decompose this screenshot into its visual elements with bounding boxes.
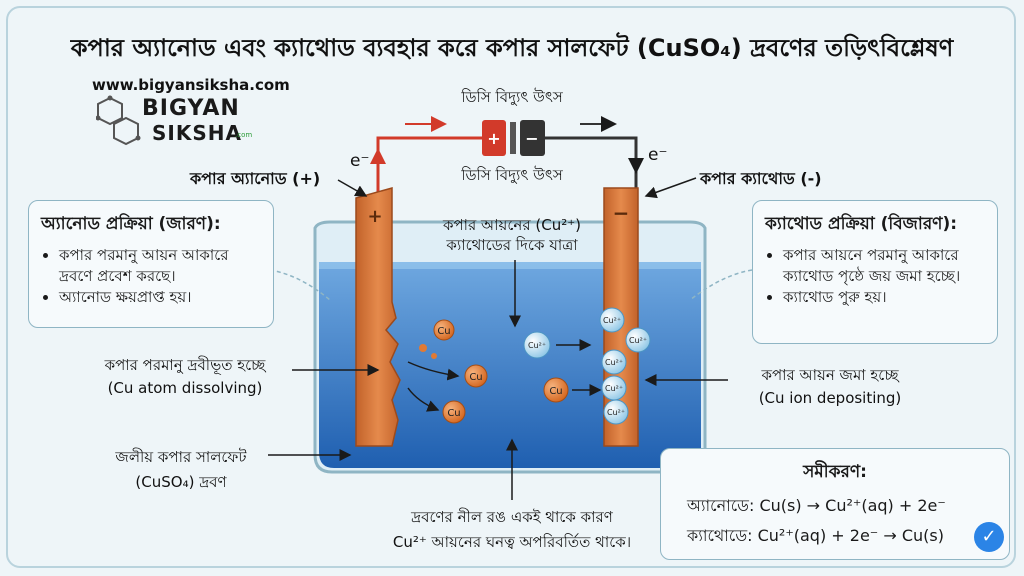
- cu-atom-3: Cu: [447, 408, 460, 419]
- outer-frame: [6, 6, 1016, 568]
- site-logo: BIGYAN SIKSHA .com: [96, 94, 266, 150]
- cu-ion-d: Cu²⁺: [605, 384, 623, 393]
- molecule-icon: [96, 95, 141, 146]
- depositing-line1: কপার আয়ন জমা হচ্ছে: [761, 366, 899, 384]
- electron-label-right: e⁻: [648, 145, 667, 165]
- cathode-process-item: ক্যাথোড পুরু হয়।: [783, 287, 985, 308]
- solution-label: জলীয় কপার সালফেট (CuSO₄) দ্রবণ: [96, 446, 266, 496]
- cu-ion-a: Cu²⁺: [603, 316, 621, 325]
- anode-equation: অ্যানোডে: Cu(s) → Cu²⁺(aq) + 2e⁻: [687, 496, 946, 515]
- anode-sign: +: [367, 206, 382, 227]
- dc-power-source: [482, 120, 545, 156]
- page-title: কপার অ্যানোড এবং ক্যাথোড ব্যবহার করে কপা…: [70, 34, 954, 62]
- blue-note-line2: Cu²⁺ আয়নের ঘনত্ব অপরিবর্তিত থাকে।: [392, 533, 632, 551]
- cathode-equation: ক্যাথোডে: Cu²⁺(aq) + 2e⁻ → Cu(s): [687, 526, 944, 545]
- logo-line3: .com: [235, 131, 253, 139]
- cathode-sign: −: [613, 201, 630, 225]
- anode-label: কপার অ্যানোড (+): [189, 169, 320, 188]
- anode-process-box: অ্যানোড প্রক্রিয়া (জারণ): কপার পরমানু আ…: [28, 200, 274, 328]
- anode-process-item: অ্যানোড ক্ষয়প্রাপ্ত হয়।: [59, 287, 261, 308]
- anode-process-item: কপার পরমানু আয়ন আকারে দ্রবণে প্রবেশ করছ…: [59, 245, 261, 287]
- battery-plus-sign: +: [487, 129, 500, 148]
- blue-color-note: দ্রবণের নীল রঙ একই থাকে কারণ Cu²⁺ আয়নের…: [352, 506, 672, 556]
- depositing-label: কপার আয়ন জমা হচ্ছে (Cu ion depositing): [730, 364, 930, 407]
- ion-move-line1: কপার আয়নের (Cu²⁺): [442, 216, 581, 234]
- solution-line2: (CuSO₄) দ্রবণ: [135, 473, 227, 491]
- verified-check-icon: ✓: [974, 522, 1004, 552]
- cu-atom-2: Cu: [469, 372, 482, 383]
- cathode-process-item: কপার আয়নে পরমানু আকারে ক্যাথোড পৃষ্ঠে জ…: [783, 245, 985, 287]
- logo-line1: BIGYAN: [142, 96, 240, 121]
- power-label-top: ডিসি বিদ্যুৎ উৎস: [460, 88, 564, 106]
- dissolving-line1: কপার পরমানু দ্রবীভূত হচ্ছে: [104, 356, 266, 374]
- power-label-bottom: ডিসি বিদ্যুৎ উৎস: [460, 166, 564, 184]
- cathode-process-box: ক্যাথোড প্রক্রিয়া (বিজারণ): কপার আয়নে …: [752, 200, 998, 344]
- cu-ion-moving: Cu²⁺: [528, 341, 546, 350]
- copper-anode: [355, 187, 401, 447]
- anode-process-heading: অ্যানোড প্রক্রিয়া (জারণ):: [41, 214, 221, 234]
- cathode-label: কপার ক্যাথোড (-): [699, 169, 822, 188]
- logo-line2: SIKSHA: [152, 121, 242, 145]
- cu-ion-c: Cu²⁺: [605, 358, 623, 367]
- cu-ion-b: Cu²⁺: [629, 336, 647, 345]
- red-wire: [376, 136, 482, 196]
- ion-move-line2: ক্যাথোডের দিকে যাত্রা: [445, 236, 578, 254]
- dissolving-line2: (Cu atom dissolving): [107, 379, 263, 397]
- cu-atom-1: Cu: [437, 326, 450, 337]
- dissolving-label: কপার পরমানু দ্রবীভূত হচ্ছে (Cu atom diss…: [80, 354, 290, 397]
- electron-label-left: e⁻: [350, 151, 369, 171]
- cathode-process-heading: ক্যাথোড প্রক্রিয়া (বিজারণ):: [765, 214, 958, 234]
- cu-atom-4: Cu: [549, 386, 562, 397]
- depositing-line2: (Cu ion depositing): [758, 389, 902, 407]
- battery-minus-sign: −: [525, 129, 538, 148]
- dark-wire: [545, 136, 638, 196]
- website-url: www.bigyansiksha.com: [92, 76, 290, 94]
- equations-heading: সমীকরণ:: [803, 462, 867, 482]
- solution-line1: জলীয় কপার সালফেট: [115, 448, 247, 466]
- cu-ion-e: Cu²⁺: [607, 408, 625, 417]
- equations-box: সমীকরণ: অ্যানোডে: Cu(s) → Cu²⁺(aq) + 2e⁻…: [660, 448, 1010, 560]
- blue-note-line1: দ্রবণের নীল রঙ একই থাকে কারণ: [411, 508, 613, 526]
